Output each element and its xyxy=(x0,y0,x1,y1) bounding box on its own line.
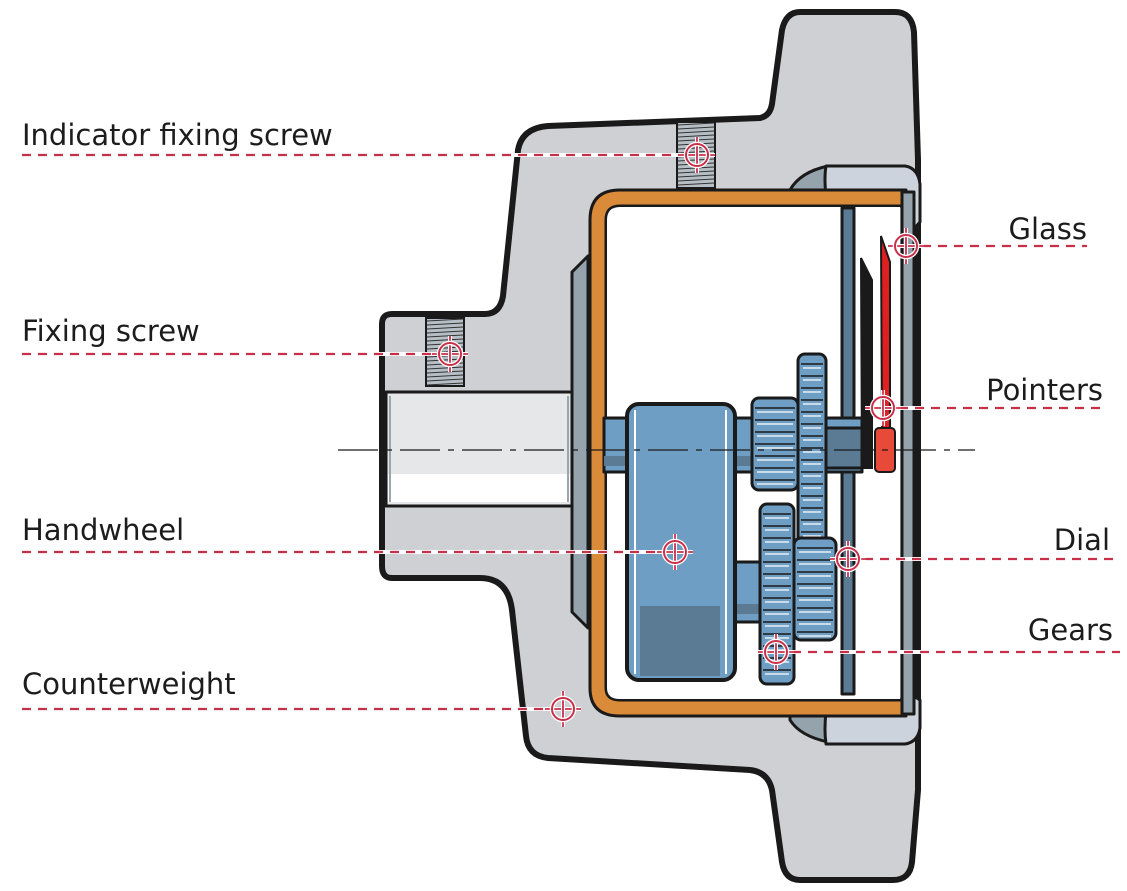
hub-bore xyxy=(384,390,574,508)
target-indicator-fixing-screw-icon xyxy=(679,137,715,173)
front-bezel xyxy=(788,164,922,746)
gear-4 xyxy=(792,536,838,642)
screw-thread xyxy=(426,366,464,370)
screw-thread xyxy=(426,326,464,330)
label-handwheel: Handwheel xyxy=(22,513,184,547)
screw-thread xyxy=(677,126,715,130)
screw-thread xyxy=(677,122,715,126)
screw-thread xyxy=(426,338,464,342)
target-handwheel-icon xyxy=(657,534,693,570)
target-ring xyxy=(663,540,687,564)
screw-thread xyxy=(426,370,464,374)
screw-thread xyxy=(677,134,715,138)
target-ring xyxy=(438,342,462,366)
label-gears: Gears xyxy=(1028,613,1113,647)
target-ring xyxy=(551,697,575,721)
screw-thread xyxy=(426,334,464,338)
target-pointers-icon xyxy=(865,390,901,426)
gear-1 xyxy=(750,396,800,492)
screw-thread xyxy=(677,174,715,178)
label-indicator-fixing-screw: Indicator fixing screw xyxy=(22,118,333,152)
leader-handwheel xyxy=(22,534,693,570)
target-counterweight-icon xyxy=(545,691,581,727)
screw-thread xyxy=(426,382,464,386)
target-ring xyxy=(894,234,918,258)
pointers xyxy=(860,235,896,473)
target-glass-icon xyxy=(888,228,924,264)
screw-thread xyxy=(426,322,464,326)
target-dial-icon xyxy=(830,541,866,577)
screw-thread xyxy=(677,178,715,182)
leader-lines xyxy=(22,137,1120,727)
screw-thread xyxy=(677,182,715,186)
screw-thread xyxy=(677,130,715,134)
label-dial: Dial xyxy=(1054,523,1110,557)
glass xyxy=(900,190,916,716)
leader-glass xyxy=(888,228,1087,264)
leader-fixing-screw xyxy=(22,336,468,372)
leader-gears xyxy=(758,634,1120,670)
leader-indicator-fixing-screw xyxy=(22,137,715,173)
leader-pointers xyxy=(865,390,1103,426)
inner-ring xyxy=(570,254,590,630)
label-glass: Glass xyxy=(1008,212,1087,246)
screw-thread xyxy=(426,318,464,322)
target-ring xyxy=(685,143,709,167)
screw-thread xyxy=(426,330,464,334)
screw-thread xyxy=(426,374,464,378)
target-ring xyxy=(836,547,860,571)
leader-dial xyxy=(830,541,1120,577)
target-ring xyxy=(764,640,788,664)
target-ring xyxy=(871,396,895,420)
gear-4-body xyxy=(792,536,838,642)
target-gears-icon xyxy=(758,634,794,670)
label-pointers: Pointers xyxy=(986,373,1103,407)
label-counterweight: Counterweight xyxy=(22,667,236,701)
label-fixing-screw: Fixing screw xyxy=(22,314,200,348)
target-fixing-screw-icon xyxy=(432,336,468,372)
leader-counterweight xyxy=(22,691,581,727)
screw-thread xyxy=(426,378,464,382)
gears xyxy=(750,352,838,686)
pointer-black xyxy=(860,257,873,469)
